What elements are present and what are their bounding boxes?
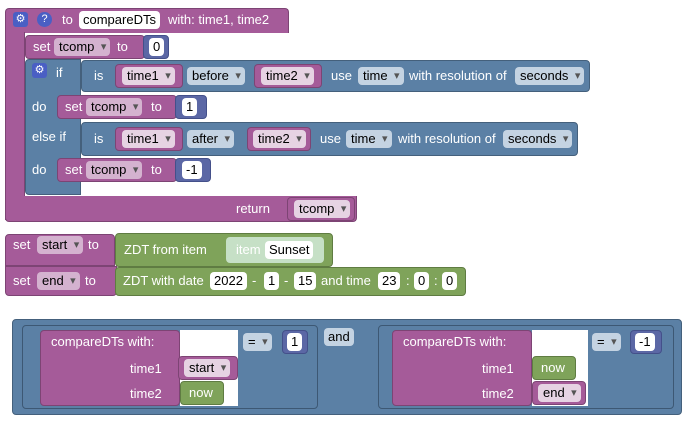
to-keyword: to <box>117 39 128 54</box>
variable-dropdown-arg-start[interactable]: start <box>184 359 231 377</box>
variable-dropdown-arg-end[interactable]: end <box>538 384 581 402</box>
zdt-from-item-label: ZDT from item <box>124 242 207 257</box>
else-if-label: else if <box>32 129 66 144</box>
do-label-2: do <box>32 162 47 177</box>
call-compareDTs-block-2[interactable] <box>392 330 532 406</box>
time1-label-2: time1 <box>482 361 514 376</box>
function-name-field[interactable]: compareDTs <box>79 11 160 29</box>
variable-dropdown-return[interactable]: tcomp <box>294 200 351 218</box>
hour-field[interactable]: 23 <box>378 272 401 290</box>
call-label-1: compareDTs with: <box>51 334 155 349</box>
to-label: to <box>62 12 73 27</box>
variable-dropdown-tcomp[interactable]: tcomp <box>54 38 111 56</box>
do-label-1: do <box>32 99 47 114</box>
number-field-compare-1[interactable]: 1 <box>287 333 303 351</box>
set-end-to: to <box>85 273 96 288</box>
function-body-spine <box>5 32 25 220</box>
now-block-1[interactable] <box>180 381 224 405</box>
and-time-label: and time <box>321 273 371 288</box>
set-start-label: set <box>13 237 31 252</box>
help-icon[interactable]: ? <box>37 12 52 27</box>
is-label-1: is <box>94 68 104 83</box>
time-sep-2: : <box>434 273 438 288</box>
now-label-2: now <box>541 360 565 375</box>
to-keyword-2: to <box>151 162 162 177</box>
comparison-dropdown-2[interactable]: after <box>187 130 235 148</box>
time2-label-1: time2 <box>130 386 162 401</box>
number-field-2[interactable]: -1 <box>182 161 202 179</box>
year-field[interactable]: 2022 <box>210 272 247 290</box>
variable-dropdown-time1-b[interactable]: time1 <box>122 130 175 148</box>
time2-label-2: time2 <box>482 386 514 401</box>
call-label-2: compareDTs with: <box>403 334 507 349</box>
call-compareDTs-block-1[interactable] <box>40 330 180 406</box>
set-label-1: set <box>65 99 83 114</box>
month-field[interactable]: 1 <box>264 272 280 290</box>
variable-dropdown-time2-b[interactable]: time2 <box>253 130 306 148</box>
variable-dropdown-start[interactable]: start <box>37 236 84 254</box>
equals-dropdown-1[interactable]: = <box>243 333 272 351</box>
gear-icon-if[interactable]: ⚙ <box>32 63 47 78</box>
number-field-init[interactable]: 0 <box>149 38 165 56</box>
item-dropdown-sunset[interactable]: Sunset <box>265 241 314 259</box>
second-field[interactable]: 0 <box>442 272 458 290</box>
use-label-2: use <box>320 131 341 146</box>
zdt-with-date-block[interactable] <box>115 267 466 296</box>
resolution-dropdown-2[interactable]: seconds <box>503 130 573 148</box>
time1-label-1: time1 <box>130 361 162 376</box>
zdt-with-date-label: ZDT with date <box>123 273 204 288</box>
use-label: use <box>331 68 352 83</box>
minute-field[interactable]: 0 <box>414 272 430 290</box>
number-field-compare-2[interactable]: -1 <box>635 333 655 351</box>
variable-dropdown-tcomp-1[interactable]: tcomp <box>86 98 143 116</box>
variable-dropdown-end[interactable]: end <box>37 272 80 290</box>
variable-dropdown-time2[interactable]: time2 <box>261 67 314 85</box>
day-field[interactable]: 15 <box>294 272 317 290</box>
if-label: if <box>56 65 63 80</box>
time-sep-1: : <box>406 273 410 288</box>
is-label-2: is <box>94 131 104 146</box>
set-label-2: set <box>65 162 83 177</box>
resolution-label-2: with resolution of <box>398 131 496 146</box>
variable-dropdown-time1[interactable]: time1 <box>122 67 175 85</box>
variable-dropdown-tcomp-2[interactable]: tcomp <box>86 161 143 179</box>
now-block-2[interactable] <box>532 356 576 380</box>
comparison-dropdown[interactable]: before <box>187 67 245 85</box>
date-sep-2: - <box>284 273 289 288</box>
set-end-label: set <box>13 273 31 288</box>
return-label: return <box>236 201 270 216</box>
to-keyword-1: to <box>151 99 162 114</box>
use-dropdown[interactable]: time <box>358 67 404 85</box>
equals-dropdown-2[interactable]: = <box>592 333 621 351</box>
item-label: item <box>236 242 261 257</box>
and-operator-dropdown[interactable]: and <box>324 328 354 346</box>
function-params-label: with: time1, time2 <box>168 12 270 27</box>
now-label-1: now <box>189 385 213 400</box>
set-label: set <box>33 39 51 54</box>
number-field-1[interactable]: 1 <box>182 98 198 116</box>
resolution-label: with resolution of <box>409 68 507 83</box>
gear-icon[interactable]: ⚙ <box>13 12 28 27</box>
use-dropdown-2[interactable]: time <box>346 130 392 148</box>
date-sep-1: - <box>252 273 257 288</box>
resolution-dropdown[interactable]: seconds <box>515 67 585 85</box>
set-start-to: to <box>88 237 99 252</box>
